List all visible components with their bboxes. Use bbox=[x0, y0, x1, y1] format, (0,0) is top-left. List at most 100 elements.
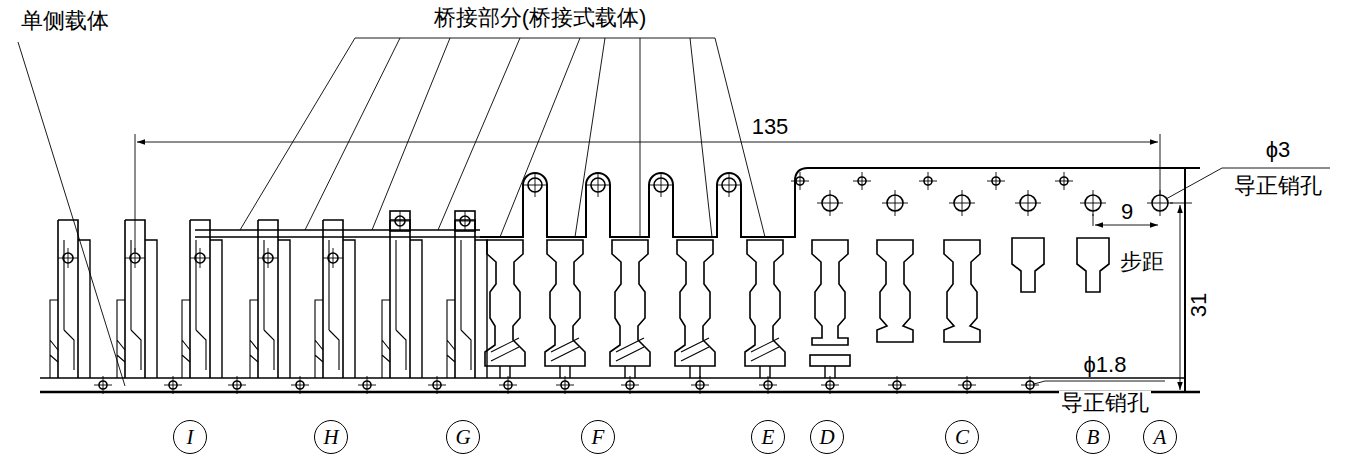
dimension-line bbox=[1180, 205, 1181, 390]
pilot-hole-3 bbox=[1080, 190, 1106, 216]
dimension-text: 31 bbox=[1187, 291, 1211, 319]
pilot-hole-1-8 bbox=[821, 376, 839, 394]
pilot-hole-1-8 bbox=[556, 376, 574, 394]
bent-part bbox=[258, 220, 278, 378]
station-circle: G bbox=[446, 420, 480, 454]
station-letter: A bbox=[1154, 427, 1167, 448]
pilot-hole-1-8 bbox=[428, 376, 446, 394]
pitch-label: 步距 bbox=[1118, 250, 1166, 274]
crimp-detail bbox=[315, 240, 339, 378]
stock-edge bbox=[1184, 168, 1186, 392]
bent-contact bbox=[545, 240, 585, 366]
leader-line bbox=[1034, 381, 1165, 384]
bent-contact bbox=[675, 240, 715, 366]
carrier-label: 单侧载体 bbox=[19, 9, 111, 33]
station-letter: D bbox=[819, 427, 834, 448]
crimp-detail bbox=[447, 240, 471, 378]
station-letter: B bbox=[1087, 427, 1100, 448]
stock-outline bbox=[480, 168, 1200, 237]
bent-wall bbox=[343, 240, 355, 378]
pilot-hole bbox=[791, 172, 809, 190]
station-circle: H bbox=[314, 420, 348, 454]
pilot-hole bbox=[717, 173, 741, 197]
pilot-hole bbox=[1055, 172, 1073, 190]
bent-part bbox=[455, 220, 475, 378]
bent-wall bbox=[278, 240, 290, 378]
bent-contact bbox=[610, 240, 650, 366]
pilot-hole bbox=[323, 248, 343, 268]
bent-part bbox=[390, 220, 410, 378]
pilot-hole bbox=[523, 173, 547, 197]
station-letter: G bbox=[455, 427, 470, 448]
station-circle: D bbox=[810, 420, 844, 454]
crimp-detail bbox=[382, 240, 406, 378]
pilot-hole-3 bbox=[1015, 190, 1041, 216]
pilot-hole-3 bbox=[949, 190, 975, 216]
bent-part bbox=[190, 220, 210, 378]
bridge-label: 桥接部分(桥接式载体) bbox=[432, 6, 649, 30]
pilot-hole bbox=[853, 172, 871, 190]
cutout bbox=[944, 240, 980, 342]
pilot-hole-1-8 bbox=[691, 376, 709, 394]
hole-label: 导正销孔 bbox=[1059, 391, 1151, 415]
station-circle: A bbox=[1143, 420, 1177, 454]
station-letter: C bbox=[955, 427, 969, 448]
pilot-hole bbox=[58, 248, 78, 268]
pilot-hole-1-8 bbox=[958, 376, 976, 394]
pilot-hole-1-8 bbox=[499, 376, 517, 394]
bend-line bbox=[551, 338, 579, 361]
bent-wall bbox=[145, 240, 157, 378]
leader-line bbox=[500, 38, 580, 237]
leader-line bbox=[640, 38, 641, 237]
square-tab bbox=[455, 211, 475, 231]
station-letter: E bbox=[762, 427, 775, 448]
leader-line bbox=[18, 42, 125, 386]
extension-line bbox=[1093, 214, 1094, 226]
pilot-hole-1-8 bbox=[621, 376, 639, 394]
leader-line bbox=[305, 38, 400, 230]
station-circle: I bbox=[173, 420, 207, 454]
bend-line bbox=[751, 338, 779, 361]
bridge-carrier bbox=[195, 230, 480, 237]
pilot-hole bbox=[586, 173, 610, 197]
crimp-detail bbox=[182, 240, 206, 378]
pilot-hole-3 bbox=[882, 190, 908, 216]
crimp-detail bbox=[250, 240, 274, 378]
bent-wall bbox=[210, 240, 222, 378]
bent-part bbox=[58, 220, 78, 378]
bent-wall bbox=[410, 240, 422, 378]
bend-line bbox=[616, 338, 644, 361]
square-tab bbox=[390, 211, 410, 231]
diameter-text: ϕ3 bbox=[1264, 138, 1293, 162]
pitch-value: 9 bbox=[1119, 200, 1135, 224]
leader-line bbox=[1166, 168, 1330, 199]
station-circle: E bbox=[751, 420, 785, 454]
dimension-line bbox=[137, 142, 1158, 143]
cutout bbox=[877, 240, 913, 342]
pilot-hole bbox=[190, 248, 210, 268]
station-letter: H bbox=[323, 427, 338, 448]
illustration bbox=[18, 38, 1330, 394]
pilot-hole-1-8 bbox=[291, 376, 309, 394]
dimension-line bbox=[1095, 225, 1158, 226]
hole-label: 导正销孔 bbox=[1232, 174, 1324, 198]
diameter-text: ϕ1.8 bbox=[1082, 353, 1129, 377]
leader-line bbox=[690, 38, 712, 237]
cutout bbox=[1077, 238, 1109, 292]
leader-line bbox=[438, 38, 520, 230]
pilot-hole-1-8 bbox=[759, 376, 777, 394]
leader-line bbox=[575, 38, 605, 237]
pilot-hole bbox=[649, 173, 673, 197]
station-circle: F bbox=[581, 420, 615, 454]
pilot-hole-1-8 bbox=[94, 376, 112, 394]
pilot-hole-1-8 bbox=[358, 376, 376, 394]
pilot-hole-3 bbox=[817, 190, 843, 216]
crimp-detail bbox=[117, 240, 141, 378]
pilot-hole-1-8 bbox=[164, 376, 182, 394]
station-circle: C bbox=[945, 420, 979, 454]
leader-line bbox=[372, 38, 450, 230]
crimp-detail bbox=[50, 240, 74, 378]
foot-blank bbox=[810, 355, 850, 366]
pilot-hole-1-8 bbox=[1021, 376, 1039, 394]
